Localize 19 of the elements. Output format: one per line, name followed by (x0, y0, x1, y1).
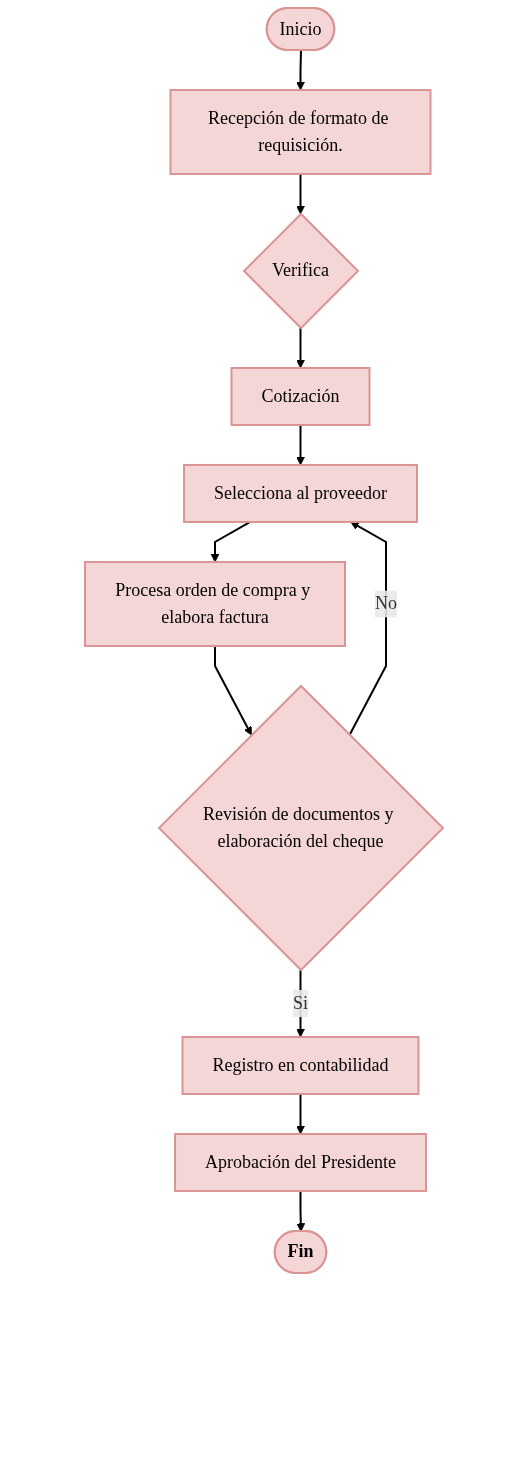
arrow (213, 644, 252, 736)
node-box: Selecciona al proveedor (182, 463, 418, 523)
edge-label: No (374, 593, 397, 614)
node-box: Procesa orden de compra y elabora factura (83, 560, 346, 647)
node-box: Aprobación del Presidente (173, 1132, 427, 1192)
arrow (295, 1189, 305, 1232)
edge-label: Si (292, 992, 308, 1013)
arrow (295, 326, 305, 369)
arrow (210, 520, 251, 563)
arrow (295, 1092, 305, 1135)
node-box: Cotización (230, 366, 370, 426)
node-diamond: Verifica (242, 212, 359, 330)
node-box: Registro en contabilidad (181, 1035, 419, 1095)
arrow (295, 423, 305, 466)
arrow (348, 521, 387, 736)
node-box: Recepción de formato de requisición. (169, 89, 431, 175)
arrow (295, 173, 305, 215)
arrow (295, 49, 305, 91)
node-diamond: Revisión de documentos y elaboración del cheque (157, 684, 444, 972)
